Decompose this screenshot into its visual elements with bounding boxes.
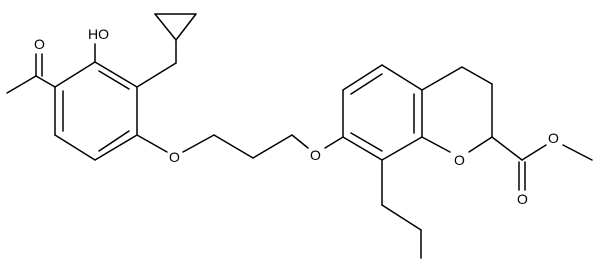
chroman-benzene-ring bbox=[342, 64, 423, 161]
hydroxyl-group: HO bbox=[88, 26, 109, 63]
ester-carbonyl-oxygen-label: O bbox=[517, 191, 528, 207]
dihydropyran-ring: O bbox=[421, 66, 493, 168]
acetyl-carbonyl-oxygen-label: O bbox=[34, 36, 45, 52]
chroman-ring-oxygen-label: O bbox=[454, 152, 465, 168]
left-benzene-ring bbox=[54, 61, 138, 161]
hydroxyl-label: HO bbox=[88, 26, 109, 42]
ester-single-oxygen-label: O bbox=[548, 130, 559, 146]
propyl-group bbox=[381, 159, 422, 259]
ether-oxygen-left-label: O bbox=[169, 149, 180, 165]
methyl-ester-group: O O bbox=[491, 130, 593, 207]
cyclopropylmethyl-group bbox=[136, 13, 197, 88]
ether-oxygen-right-label: O bbox=[310, 147, 321, 163]
dioxypropane-linker: O O bbox=[136, 134, 344, 165]
acetyl-group: O bbox=[6, 36, 56, 94]
